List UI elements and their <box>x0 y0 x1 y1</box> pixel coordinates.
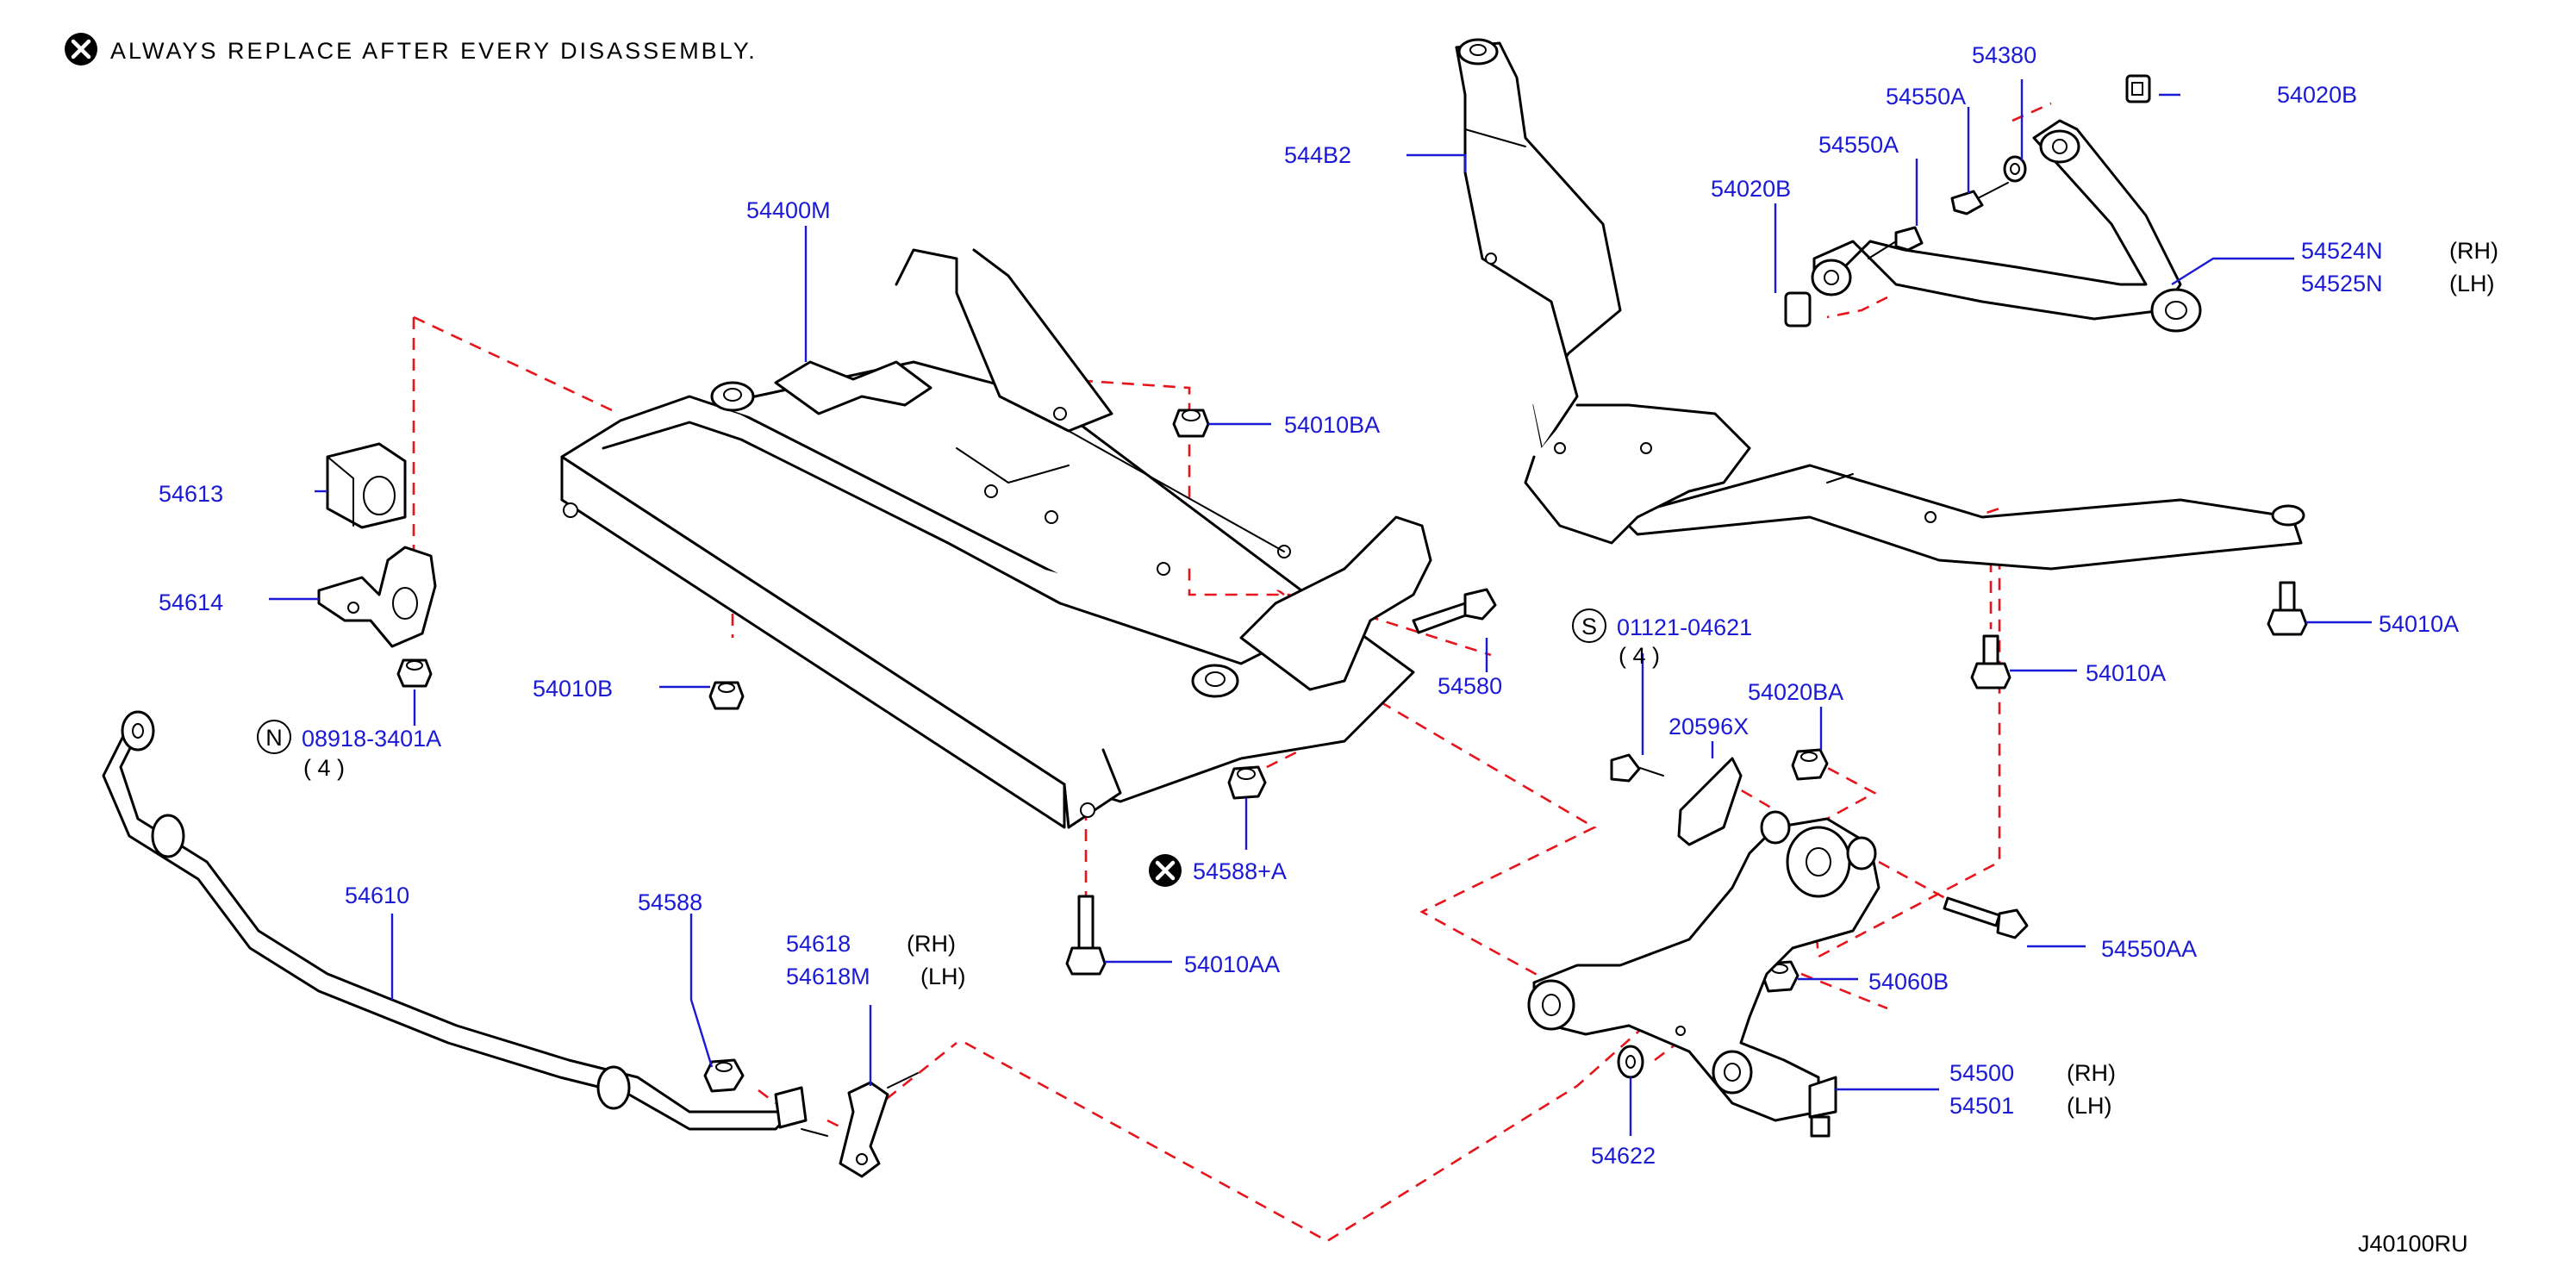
label-54010a-mid[interactable]: 54010A <box>2086 660 2166 686</box>
label-54614[interactable]: 54614 <box>159 590 223 615</box>
washer-54622[interactable] <box>1617 1045 1644 1079</box>
label-54550a-top[interactable]: 54550A <box>1886 84 1966 109</box>
nut-54010b[interactable] <box>708 681 745 710</box>
bolt-01121[interactable] <box>1610 753 1664 783</box>
label-54500[interactable]: 54500 <box>1949 1060 2014 1086</box>
diagram-code: J40100RU <box>2358 1231 2468 1257</box>
label-54580[interactable]: 54580 <box>1438 673 1502 699</box>
label-lh-upper: (LH) <box>2449 271 2495 296</box>
nut-54010ba[interactable] <box>1172 409 1210 438</box>
svg-text:S: S <box>1581 614 1597 640</box>
bracket-20596x[interactable] <box>1677 757 1743 846</box>
label-54588[interactable]: 54588 <box>638 889 702 915</box>
label-54613[interactable]: 54613 <box>159 481 223 507</box>
replace-note-text: ALWAYS REPLACE AFTER EVERY DISASSEMBLY. <box>110 38 758 64</box>
bolt-54010aa[interactable] <box>1065 895 1107 976</box>
stabilizer-bushing-54613[interactable] <box>326 442 407 529</box>
label-54588-a[interactable]: 54588+A <box>1193 858 1287 884</box>
label-54501[interactable]: 54501 <box>1949 1093 2014 1119</box>
nut-54020ba[interactable] <box>1791 748 1829 781</box>
label-54380[interactable]: 54380 <box>1972 42 2036 68</box>
label-lh-lower: (LH) <box>2067 1093 2112 1119</box>
x-circle-icon <box>1149 854 1182 887</box>
bolt-54550a-a[interactable] <box>1950 182 2009 215</box>
s-circle-icon: S <box>1572 608 1606 643</box>
svg-text:N: N <box>265 725 283 751</box>
label-54010a-right[interactable]: 54010A <box>2379 611 2459 637</box>
label-rh-link: (RH) <box>907 931 956 957</box>
leader-lines <box>269 79 2372 1136</box>
bolt-54580[interactable] <box>1412 588 1497 634</box>
bolt-54550a-b[interactable] <box>1868 226 1924 259</box>
nut-08918[interactable] <box>396 658 433 688</box>
bushing-54020b-left[interactable] <box>1784 291 1812 328</box>
transverse-link-54500[interactable] <box>1527 810 1881 1138</box>
nut-54588[interactable] <box>703 1058 745 1093</box>
label-54020b-left[interactable]: 54020B <box>1711 176 1791 202</box>
label-20596x[interactable]: 20596X <box>1668 714 1749 739</box>
washer-54380[interactable] <box>2003 155 2027 183</box>
label-qty-4-a: ( 4 ) <box>303 755 345 781</box>
stabilizer-clamp-54614[interactable] <box>317 546 437 648</box>
label-54622[interactable]: 54622 <box>1591 1143 1656 1169</box>
stabilizer-bar[interactable] <box>102 710 808 1131</box>
nut-54588a[interactable] <box>1227 765 1267 800</box>
label-54010b[interactable]: 54010B <box>533 676 613 702</box>
label-54060b[interactable]: 54060B <box>1868 969 1949 995</box>
label-54020ba[interactable]: 54020BA <box>1748 679 1843 705</box>
label-54525n[interactable]: 54525N <box>2301 271 2383 296</box>
label-54550a-mid[interactable]: 54550A <box>1818 132 1899 158</box>
replace-note: ALWAYS REPLACE AFTER EVERY DISASSEMBLY. <box>65 33 758 66</box>
suspension-link-544b2[interactable] <box>1455 38 2305 571</box>
label-rh-lower: (RH) <box>2067 1060 2116 1086</box>
label-qty-4-b: ( 4 ) <box>1619 643 1660 669</box>
label-54618m[interactable]: 54618M <box>786 964 870 989</box>
x-circle-icon <box>65 33 97 66</box>
bolt-54010a-a[interactable] <box>1970 634 2012 689</box>
label-rh-upper: (RH) <box>2449 238 2498 264</box>
label-01121-04621[interactable]: 01121-04621 <box>1617 615 1752 640</box>
label-544b2[interactable]: 544B2 <box>1284 142 1351 168</box>
label-54400m[interactable]: 54400M <box>746 197 831 223</box>
bushing-54020b-top[interactable] <box>2125 74 2151 103</box>
label-08918-3401a[interactable]: 08918-3401A <box>302 726 441 752</box>
label-54610[interactable]: 54610 <box>345 883 409 908</box>
n-circle-icon: N <box>257 720 291 754</box>
upper-link-54524n[interactable] <box>1811 119 2202 333</box>
label-54010aa[interactable]: 54010AA <box>1184 951 1280 977</box>
label-54550aa[interactable]: 54550AA <box>2101 936 2197 962</box>
label-54010ba[interactable]: 54010BA <box>1284 412 1380 438</box>
bolt-54550aa[interactable] <box>1943 896 2029 939</box>
part-labels: 54400M 544B2 54380 54550A 54550A 54020B … <box>159 42 2498 1169</box>
label-54618[interactable]: 54618 <box>786 931 851 957</box>
stabilizer-connecting-rod[interactable] <box>801 1072 919 1178</box>
bolt-54010a-b[interactable] <box>2267 581 2308 636</box>
front-suspension-member[interactable] <box>560 248 1432 829</box>
label-54524n[interactable]: 54524N <box>2301 238 2383 264</box>
label-54020b-right[interactable]: 54020B <box>2277 82 2357 108</box>
label-lh-link: (LH) <box>920 964 966 989</box>
